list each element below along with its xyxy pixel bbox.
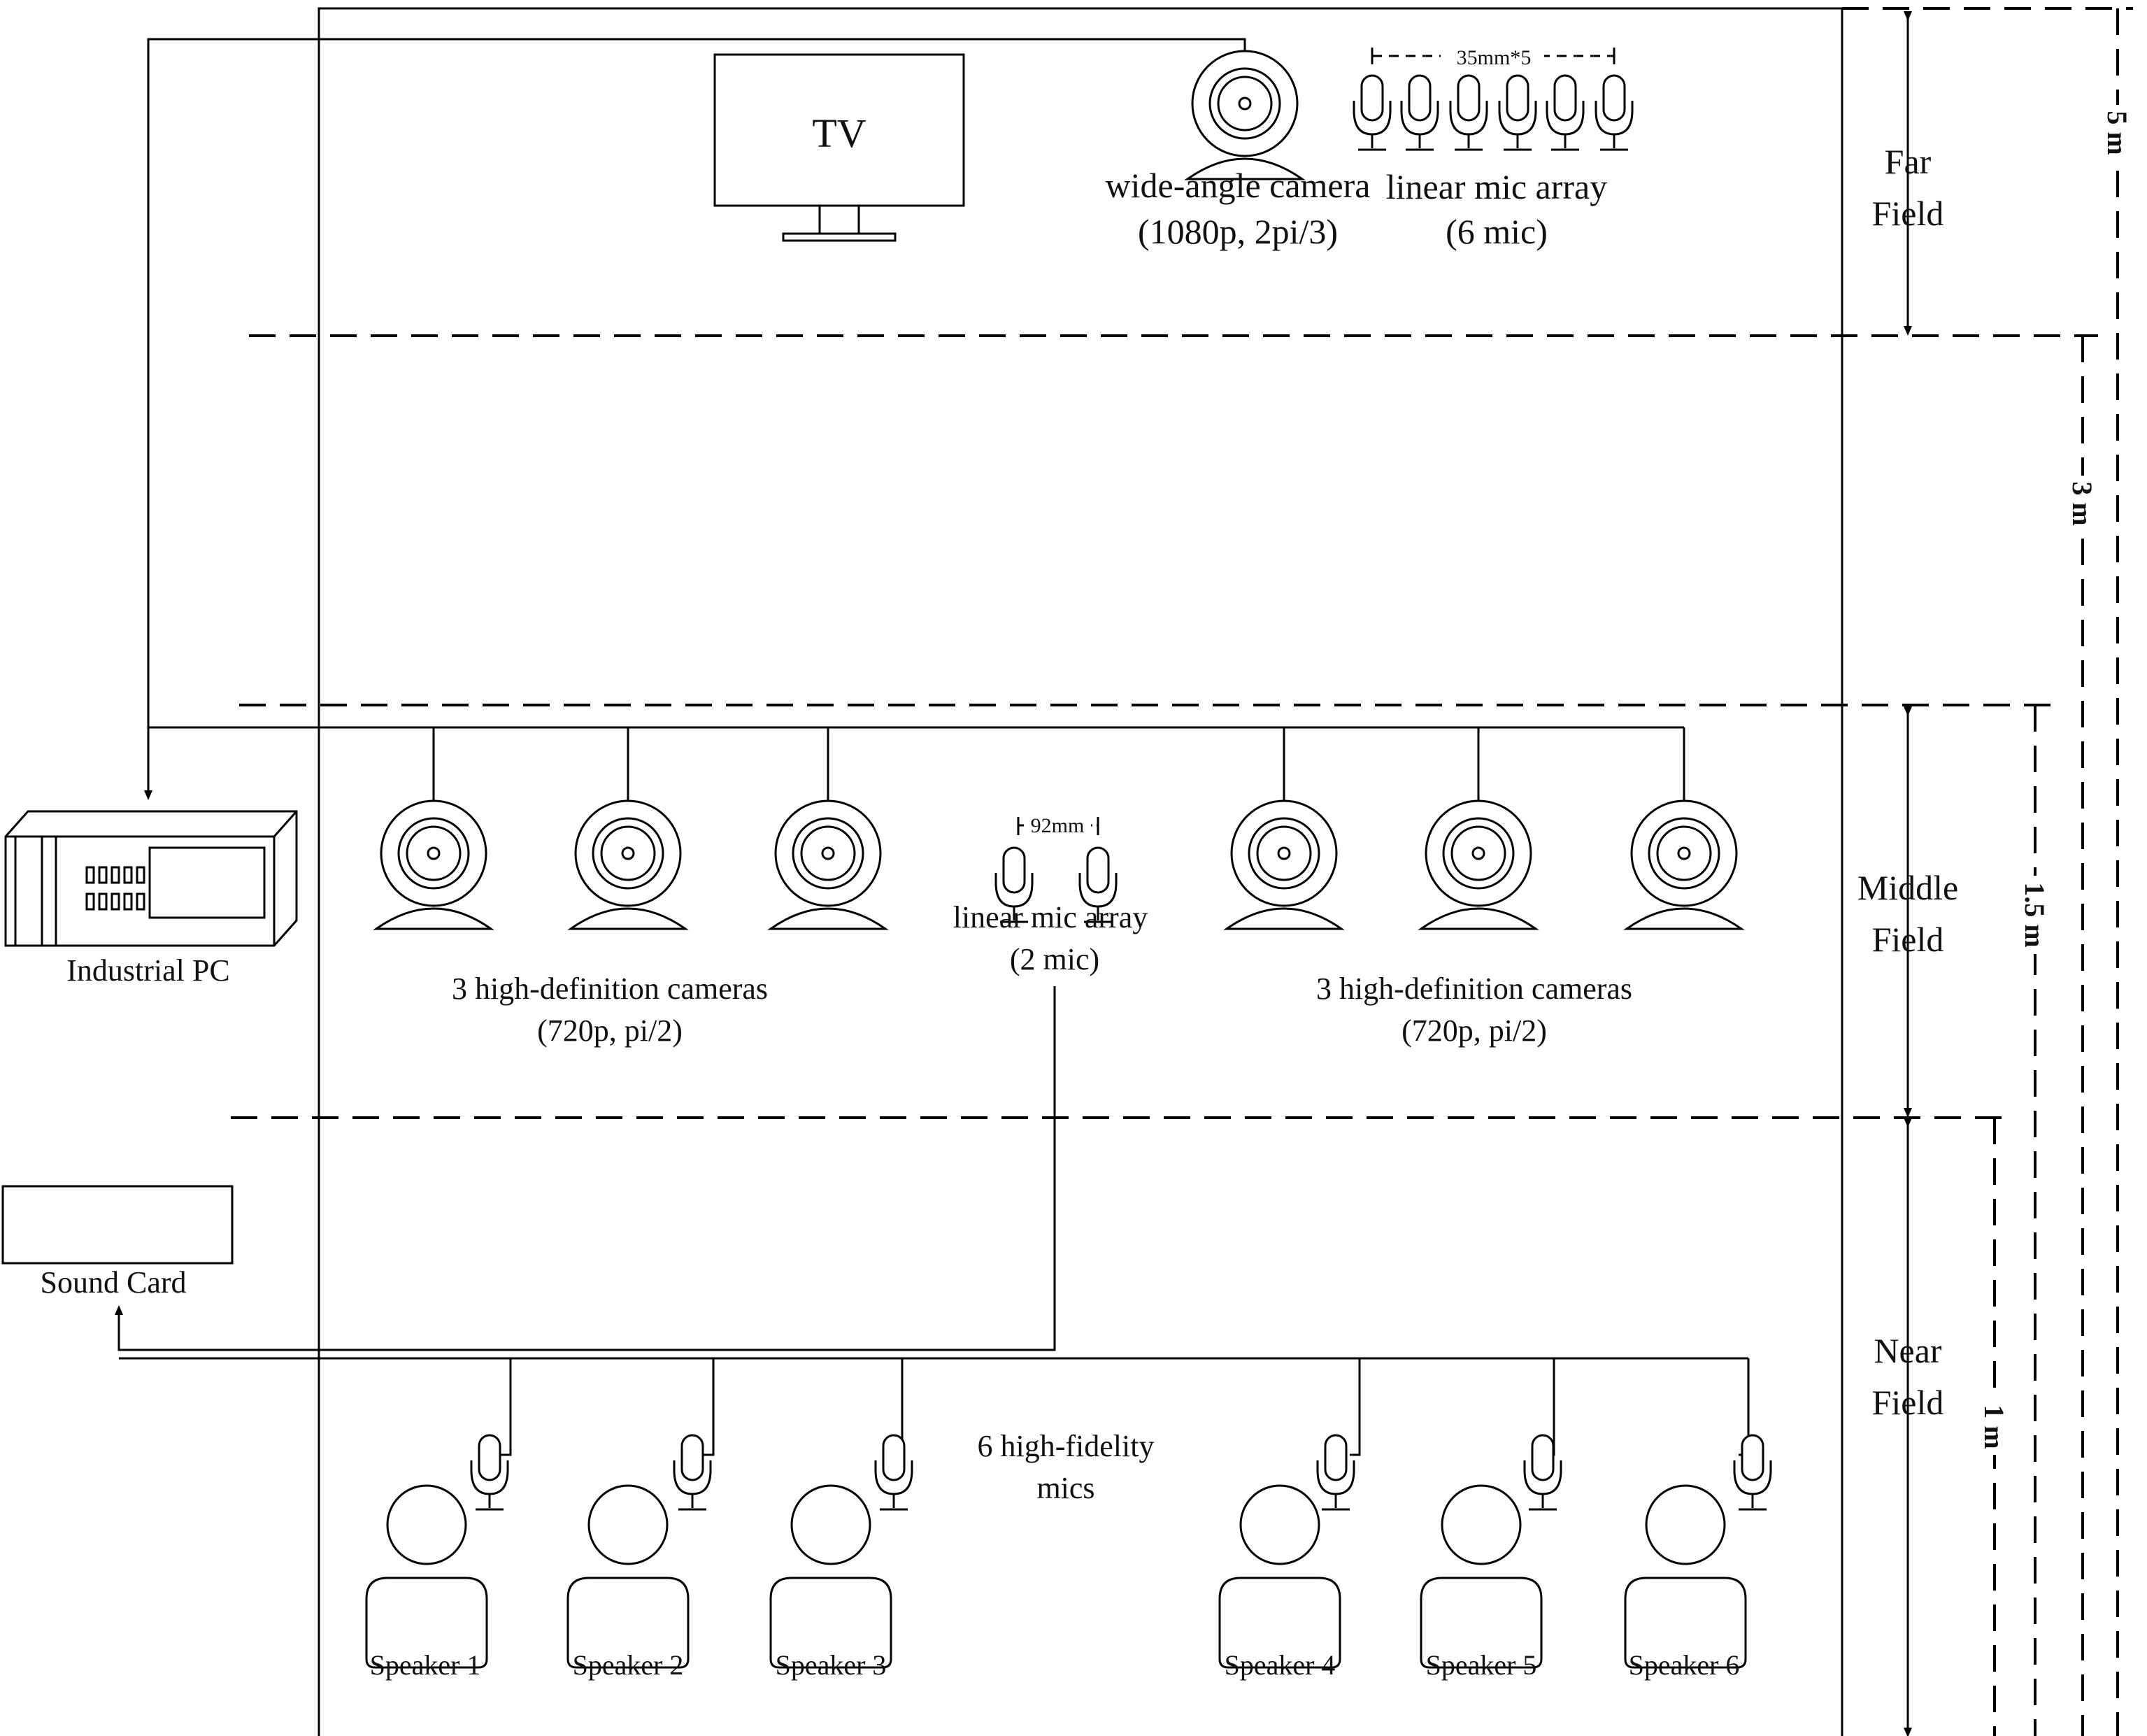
dim-label-1m: 1 m (1978, 1404, 2010, 1449)
wide-camera-label: wide-angle camera (1106, 166, 1371, 205)
hd-camera-icon (375, 799, 492, 930)
speaker-6-icon (1624, 1484, 1747, 1669)
sound-card-box (1, 1185, 234, 1265)
industrial-pc-icon (4, 810, 298, 947)
speaker-4-icon (1218, 1484, 1341, 1669)
wide-angle-camera-icon (1186, 50, 1304, 180)
far-mic-array (1353, 74, 1634, 151)
mic-icon (1353, 74, 1392, 151)
speaker-mic-icon (470, 1434, 509, 1511)
middle-mic-array-label: linear mic array (953, 900, 1148, 934)
room-boundary (318, 7, 1843, 1736)
left-cameras-spec: (720p, pi/2) (537, 1013, 683, 1048)
hd-camera-icon (1625, 799, 1743, 930)
far-mic-spacing-label: 35mm*5 (1457, 46, 1532, 69)
near-mics-label-2: mics (1036, 1471, 1094, 1505)
far-field-label: Far (1885, 142, 1932, 181)
mic-array-cable (115, 986, 1056, 1351)
mic-drop-2 (704, 1358, 715, 1456)
speaker-mic-icon (1316, 1434, 1355, 1511)
hd-camera-icon (769, 799, 887, 930)
middle-field-label-2: Field (1872, 920, 1944, 959)
right-cameras-label: 3 high-definition cameras (1316, 972, 1632, 1006)
speaker-5-icon (1420, 1484, 1543, 1669)
speaker-6-label: Speaker 6 (1629, 1649, 1740, 1681)
speaker-3-label: Speaker 3 (776, 1649, 887, 1681)
far-mic-array-spec: (6 mic) (1446, 212, 1548, 251)
hd-camera-icon (1225, 799, 1343, 930)
dim-label-5m: 5 m (2102, 111, 2133, 155)
sound-card-label: Sound Card (41, 1265, 187, 1300)
hd-camera-icon (569, 799, 687, 930)
camera-cable (144, 38, 1246, 800)
speaker-2-label: Speaker 2 (573, 1649, 684, 1681)
far-mic-array-label: linear mic array (1386, 167, 1607, 206)
mic-icon (1498, 74, 1537, 151)
dim-label-1-5m: 1.5 m (2019, 882, 2050, 947)
middle-mic-array-spec: (2 mic) (1010, 942, 1099, 976)
far-mic-spacing-bracket (1371, 45, 1615, 69)
speaker-5-label: Speaker 5 (1426, 1649, 1537, 1681)
middle-field-label: Middle (1857, 868, 1958, 907)
speaker-1-label: Speaker 1 (370, 1649, 481, 1681)
wide-camera-spec: (1080p, 2pi/3) (1138, 212, 1338, 251)
middle-mic-spacing-label: 92mm (1031, 814, 1085, 837)
near-field-label-2: Field (1872, 1383, 1944, 1422)
near-field-label: Near (1874, 1331, 1941, 1370)
left-cameras-label: 3 high-definition cameras (452, 972, 768, 1006)
far-field-label-2: Field (1872, 194, 1944, 233)
mic-icon (1595, 74, 1634, 151)
speaker-3-icon (769, 1484, 892, 1669)
tv-icon (713, 53, 965, 242)
industrial-pc-label: Industrial PC (66, 953, 229, 988)
mic-drop-1 (501, 1358, 512, 1456)
speaker-1-icon (365, 1484, 488, 1669)
dim-label-3m: 3 m (2067, 481, 2098, 525)
speaker-mic-icon (673, 1434, 712, 1511)
mic-icon (1449, 74, 1488, 151)
mic-icon (1546, 74, 1585, 151)
speaker-4-label: Speaker 4 (1225, 1649, 1336, 1681)
speaker-mic-icon (874, 1434, 913, 1511)
hd-camera-icon (1420, 799, 1537, 930)
mic-drop-4 (1350, 1358, 1361, 1456)
near-mics-label: 6 high-fidelity (978, 1429, 1155, 1463)
speaker-mic-icon (1523, 1434, 1562, 1511)
mic-icon (1400, 74, 1439, 151)
tv-label: TV (812, 111, 866, 156)
speaker-mic-icon (1733, 1434, 1772, 1511)
speaker-2-icon (566, 1484, 690, 1669)
right-cameras-spec: (720p, pi/2) (1401, 1013, 1547, 1048)
middle-mic-spacing-bracket (1017, 814, 1099, 837)
